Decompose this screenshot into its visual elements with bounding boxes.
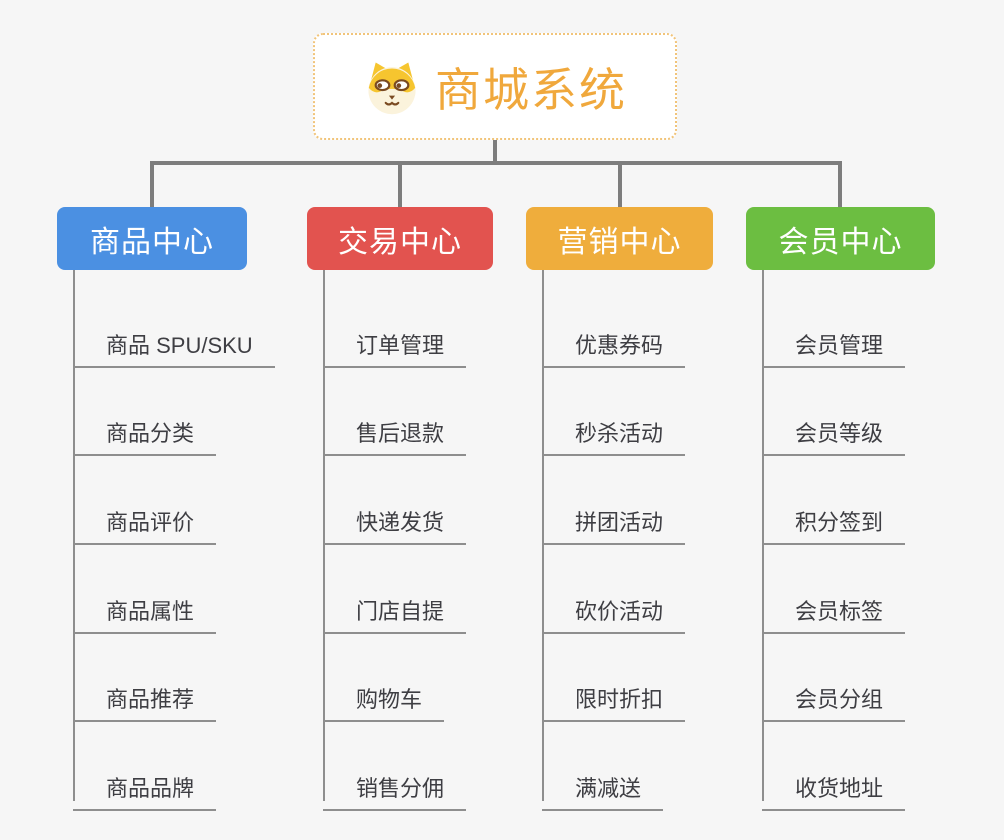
connector-drop [618, 161, 622, 207]
branch-children-marketing-center: 优惠券码 秒杀活动 拼团活动 砍价活动 限时折扣 满减送 [542, 270, 792, 811]
leaf-node[interactable]: 售后退款 [323, 416, 467, 456]
leaf-node[interactable]: 商品推荐 [73, 682, 217, 722]
branch-rail [542, 270, 544, 801]
branch-rail [323, 270, 325, 801]
leaf-node[interactable]: 快递发货 [323, 505, 467, 545]
branch-children-product-center: 商品 SPU/SKU 商品分类 商品评价 商品属性 商品推荐 商品品牌 [73, 270, 323, 811]
leaf-node[interactable]: 商品评价 [73, 505, 217, 545]
leaf-node[interactable]: 收货地址 [762, 771, 906, 811]
leaf-node[interactable]: 销售分佣 [323, 771, 467, 811]
leaf-node[interactable]: 砍价活动 [542, 594, 686, 634]
leaf-node[interactable]: 门店自提 [323, 594, 467, 634]
branch-node-member-center[interactable]: 会员中心 [746, 207, 935, 270]
connector-drop [150, 161, 154, 207]
branch-label: 商品中心 [90, 225, 214, 259]
leaf-node[interactable]: 订单管理 [323, 328, 467, 368]
leaf-node[interactable]: 会员标签 [762, 594, 906, 634]
root-node[interactable]: 商城系统 [313, 33, 677, 140]
branch-node-product-center[interactable]: 商品中心 [57, 207, 247, 270]
branch-rail [762, 270, 764, 801]
connector-bus [150, 161, 842, 165]
branch-node-marketing-center[interactable]: 营销中心 [526, 207, 713, 270]
leaf-node[interactable]: 秒杀活动 [542, 416, 686, 456]
leaf-node[interactable]: 积分签到 [762, 505, 906, 545]
leaf-node[interactable]: 会员等级 [762, 416, 906, 456]
leaf-node[interactable]: 满减送 [542, 771, 664, 811]
branch-label: 会员中心 [778, 225, 903, 259]
leaf-node[interactable]: 会员分组 [762, 682, 906, 722]
leaf-node[interactable]: 会员管理 [762, 328, 906, 368]
leaf-node[interactable]: 商品属性 [73, 594, 217, 634]
leaf-node[interactable]: 优惠券码 [542, 328, 686, 368]
branch-label: 交易中心 [338, 225, 462, 259]
connector-drop [398, 161, 402, 207]
branch-label: 营销中心 [557, 225, 682, 259]
branch-children-member-center: 会员管理 会员等级 积分签到 会员标签 会员分组 收货地址 [762, 270, 1004, 811]
root-title: 商城系统 [435, 63, 627, 116]
connector-drop [838, 161, 842, 207]
leaf-node[interactable]: 商品 SPU/SKU [73, 328, 275, 368]
leaf-node[interactable]: 商品品牌 [73, 771, 217, 811]
leaf-node[interactable]: 拼团活动 [542, 505, 686, 545]
connector-root-stem [493, 140, 497, 165]
branch-rail [73, 270, 75, 801]
branch-node-trade-center[interactable]: 交易中心 [307, 207, 493, 270]
dog-face-icon [368, 62, 416, 114]
leaf-node[interactable]: 限时折扣 [542, 682, 686, 722]
leaf-node[interactable]: 购物车 [323, 682, 445, 722]
leaf-node[interactable]: 商品分类 [73, 416, 217, 456]
branch-children-trade-center: 订单管理 售后退款 快递发货 门店自提 购物车 销售分佣 [323, 270, 573, 811]
